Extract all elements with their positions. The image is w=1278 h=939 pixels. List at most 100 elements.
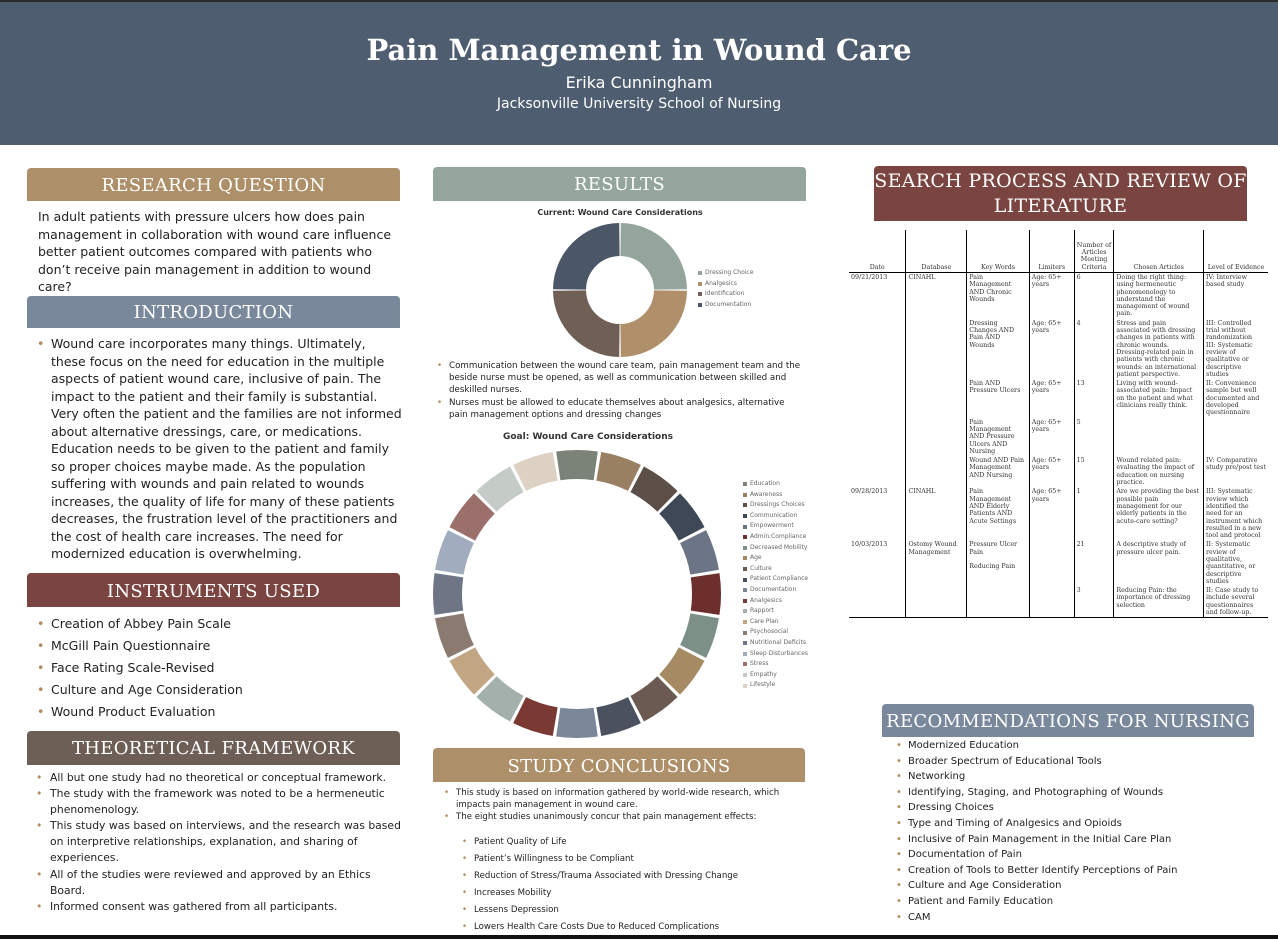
table-header-cell: Date — [849, 230, 906, 273]
framework-item: All of the studies were reviewed and app… — [26, 867, 404, 899]
author-name: Erika Cunningham — [565, 73, 713, 92]
table-cell: 09/21/2013 — [851, 274, 888, 281]
current-donut-chart — [553, 223, 687, 357]
table-cell: Age: 65+ years — [1028, 272, 1075, 319]
table-cell: Wound related pain: evaluating the impac… — [1113, 456, 1204, 488]
search-heading: SEARCH PROCESS AND REVIEW OF LITERATURE — [874, 166, 1247, 221]
table-header-cell: Key Words — [966, 230, 1030, 273]
framework-list: All but one study had no theoretical or … — [26, 770, 404, 915]
legend-label: Decreased Mobility — [750, 543, 808, 551]
table-cell: Pain Management AND Pressure Ulcers AND … — [966, 417, 1030, 457]
donut-slice-care-plan — [449, 647, 495, 695]
instrument-item: Wound Product Evaluation — [27, 701, 403, 723]
legend-label: Analgesics — [750, 596, 782, 604]
table-header-cell: Limiters — [1028, 230, 1075, 273]
legend-entry: Psychosocial — [743, 627, 808, 638]
table-cell — [966, 586, 1030, 619]
donut-slice-dressings-choices — [630, 466, 678, 512]
legend-label: Admin.Compliance — [750, 532, 807, 540]
table-cell — [849, 456, 906, 487]
conclusion-sub-item: Increases Mobility — [440, 885, 800, 902]
legend-entry: Documentation — [743, 585, 808, 596]
table-cell: 10/03/2013 — [851, 541, 888, 549]
legend-swatch — [743, 482, 747, 487]
table-cell: Wound AND Pain Management AND Nursing — [966, 456, 1030, 488]
legend-label: Stress — [750, 660, 769, 668]
legend-swatch — [743, 683, 747, 688]
donut-slice-analgesics — [620, 290, 687, 357]
recommendations-list: Modernized EducationBroader Spectrum of … — [892, 738, 1272, 925]
table-cell: Age: 65+ years — [1028, 456, 1075, 488]
results-heading: RESULTS — [433, 167, 806, 201]
legend-swatch — [743, 567, 747, 572]
legend-entry: Documentation — [698, 300, 753, 311]
recommendation-item: CAM — [892, 910, 1272, 926]
table-cell: Age: 65+ years — [1028, 487, 1075, 541]
table-row: Pain Management AND Pressure Ulcers AND … — [849, 417, 1268, 457]
table-cell: II: Convenience sample but well document… — [1202, 379, 1268, 418]
recommendation-item: Type and Timing of Analgesics and Opioid… — [892, 816, 1272, 832]
legend-entry: Analgesics — [698, 279, 753, 290]
table-cell: Dressing Changes AND Pain AND Wounds — [966, 318, 1030, 380]
table-header-cell: Chosen Articles — [1113, 230, 1204, 273]
introduction-list: Wound care incorporates many things. Ult… — [27, 335, 403, 563]
donut-slice-stress — [449, 493, 495, 541]
legend-entry: Sleep Disturbances — [743, 649, 808, 660]
recommendation-item: Patient and Family Education — [892, 894, 1272, 910]
donut-slice-admin-compliance — [690, 573, 721, 615]
instruments-list: Creation of Abbey Pain ScaleMcGill Pain … — [27, 613, 403, 723]
legend-label: Education — [750, 480, 780, 487]
legend-entry: Care Plan — [743, 617, 808, 628]
donut-slice-analgesics — [513, 697, 558, 736]
poster-title: Pain Management in Wound Care — [366, 33, 912, 67]
conclusions-list: This study is based on information gathe… — [440, 788, 800, 823]
conclusion-item: The eight studies unanimously concur tha… — [440, 812, 800, 824]
legend-swatch — [698, 292, 702, 297]
table-cell — [905, 318, 967, 380]
legend-label: Dressings Choices — [750, 501, 805, 509]
table-cell: CINAHL — [905, 487, 967, 541]
table-cell — [849, 586, 906, 619]
recommendation-item: Dressing Choices — [892, 800, 1272, 816]
table-cell: III: Controlled trial without randomizat… — [1202, 318, 1268, 380]
instruments-heading: INSTRUMENTS USED — [27, 573, 400, 607]
results-item: Nurses must be allowed to educate themse… — [433, 397, 805, 421]
research-question-text: In adult patients with pressure ulcers h… — [38, 209, 392, 294]
instrument-item: Face Rating Scale-Revised — [27, 657, 403, 679]
legend-label: Identification — [705, 290, 745, 298]
table-cell — [849, 418, 906, 456]
table-cell: 21 — [1073, 540, 1114, 587]
legend-label: Care Plan — [750, 617, 779, 625]
conclusion-sub-item: Patient Quality of Life — [440, 834, 800, 851]
instrument-item: Creation of Abbey Pain Scale — [27, 613, 403, 635]
table-cell — [1202, 417, 1268, 457]
donut-slice-communication — [659, 493, 705, 541]
donut-slice-decreased-mobility — [680, 613, 719, 658]
legend-entry: Stress — [743, 659, 808, 670]
table-cell — [849, 379, 906, 417]
recommendation-item: Modernized Education — [892, 738, 1272, 754]
goal-chart-title: Goal: Wound Care Considerations — [502, 432, 674, 442]
donut-slice-documentation — [556, 707, 598, 738]
legend-swatch — [698, 281, 702, 286]
legend-entry: Communication — [743, 511, 808, 522]
legend-swatch — [743, 672, 747, 677]
instrument-item: Culture and Age Consideration — [27, 679, 403, 701]
legend-label: Documentation — [750, 585, 797, 593]
introduction-heading: INTRODUCTION — [27, 296, 400, 328]
donut-slice-culture — [630, 676, 678, 722]
legend-entry: Lifestyle — [743, 680, 808, 691]
table-header-cell: Database — [905, 230, 967, 273]
legend-swatch — [743, 588, 747, 593]
recommendations-heading: RECOMMENDATIONS FOR NURSING — [882, 704, 1254, 737]
legend-swatch — [743, 651, 747, 656]
legend-label: Age — [750, 554, 762, 562]
table-cell: 13 — [1073, 379, 1114, 418]
table-cell: Age: 65+ years — [1028, 417, 1075, 457]
donut-slice-identification — [553, 290, 620, 357]
conclusions-heading: STUDY CONCLUSIONS — [433, 748, 805, 782]
framework-heading: THEORETICAL FRAMEWORK — [27, 731, 400, 765]
